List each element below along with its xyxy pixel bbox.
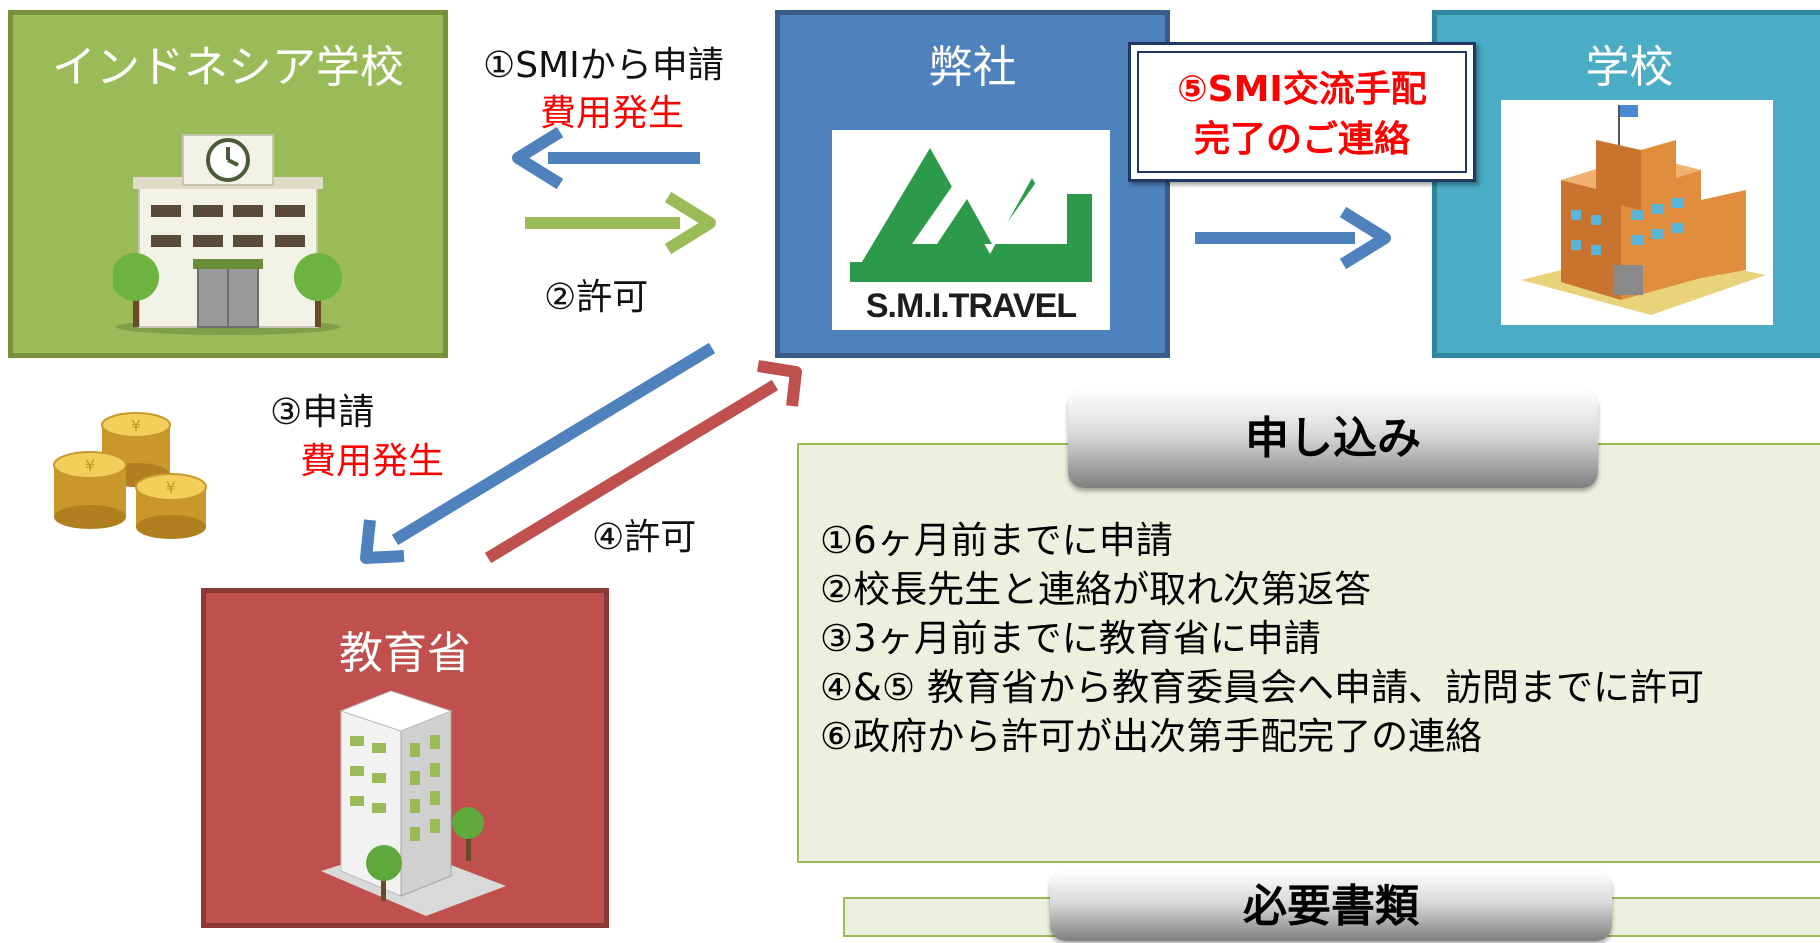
smi-travel-logo: S.M.I.TRAVEL xyxy=(832,130,1110,330)
step3-label: ③申請 xyxy=(270,392,375,433)
ministry-box: 教育省 xyxy=(201,588,609,928)
application-step: ①6ヶ月前までに申請 xyxy=(820,519,1173,562)
notice-text: ⑤SMI交流手配 完了のご連絡 xyxy=(1137,51,1467,173)
school-title: 学校 xyxy=(1585,42,1674,93)
school-building-icon xyxy=(113,134,342,335)
indonesia-school-box: インドネシア学校 xyxy=(8,10,448,358)
svg-text:¥: ¥ xyxy=(166,478,176,497)
notice-line1: ⑤SMI交流手配 xyxy=(1177,69,1427,110)
application-steps: ①6ヶ月前までに申請 ②校長先生と連絡が取れ次第返答 ③3ヶ月前までに教育省に申… xyxy=(820,516,1704,761)
step1-label: ①SMIから申請 xyxy=(483,45,724,86)
application-step: ④&⑤ 教育省から教育委員会へ申請、訪問までに許可 xyxy=(820,666,1704,709)
school-building-icon xyxy=(1521,105,1766,315)
company-box: 弊社 S.M.I.TRAVEL xyxy=(775,10,1170,358)
logo-text: S.M.I.TRAVEL xyxy=(865,287,1077,325)
mountain-logo-icon xyxy=(850,148,1092,282)
school-photo xyxy=(1501,100,1773,325)
indonesia-school-title: インドネシア学校 xyxy=(52,42,404,93)
application-title: 申し込み xyxy=(1068,390,1598,488)
office-building-icon xyxy=(321,690,506,916)
application-step: ②校長先生と連絡が取れ次第返答 xyxy=(820,568,1372,611)
step2-label: ②許可 xyxy=(544,277,649,318)
school-box: 学校 xyxy=(1432,10,1820,358)
application-step: ⑥政府から許可が出次第手配完了の連絡 xyxy=(820,715,1483,758)
svg-text:¥: ¥ xyxy=(131,416,141,435)
application-panel xyxy=(797,443,1820,863)
completion-notice: ⑤SMI交流手配 完了のご連絡 xyxy=(1128,42,1476,182)
documents-title: 必要書類 xyxy=(1050,871,1612,941)
arrow-notice-to-school xyxy=(1195,206,1391,270)
arrow-permission-to-company xyxy=(525,191,716,255)
notice-line2: 完了のご連絡 xyxy=(1193,119,1410,160)
coins-icon: ¥ ¥ ¥ xyxy=(53,412,207,539)
step4-label: ④許可 xyxy=(592,517,697,558)
step3-cost-label: 費用発生 xyxy=(300,441,445,482)
flow-arrows xyxy=(360,126,1391,564)
ministry-title: 教育省 xyxy=(339,628,471,679)
arrow-request-to-indonesia-school xyxy=(512,126,700,190)
application-step: ③3ヶ月前までに教育省に申請 xyxy=(820,617,1321,660)
svg-text:¥: ¥ xyxy=(85,456,95,475)
company-title: 弊社 xyxy=(928,42,1017,93)
arrow-request-to-ministry xyxy=(360,342,716,564)
arrow-permission-to-company-from-ministry xyxy=(484,360,802,564)
step1-cost-label: 費用発生 xyxy=(540,93,685,134)
